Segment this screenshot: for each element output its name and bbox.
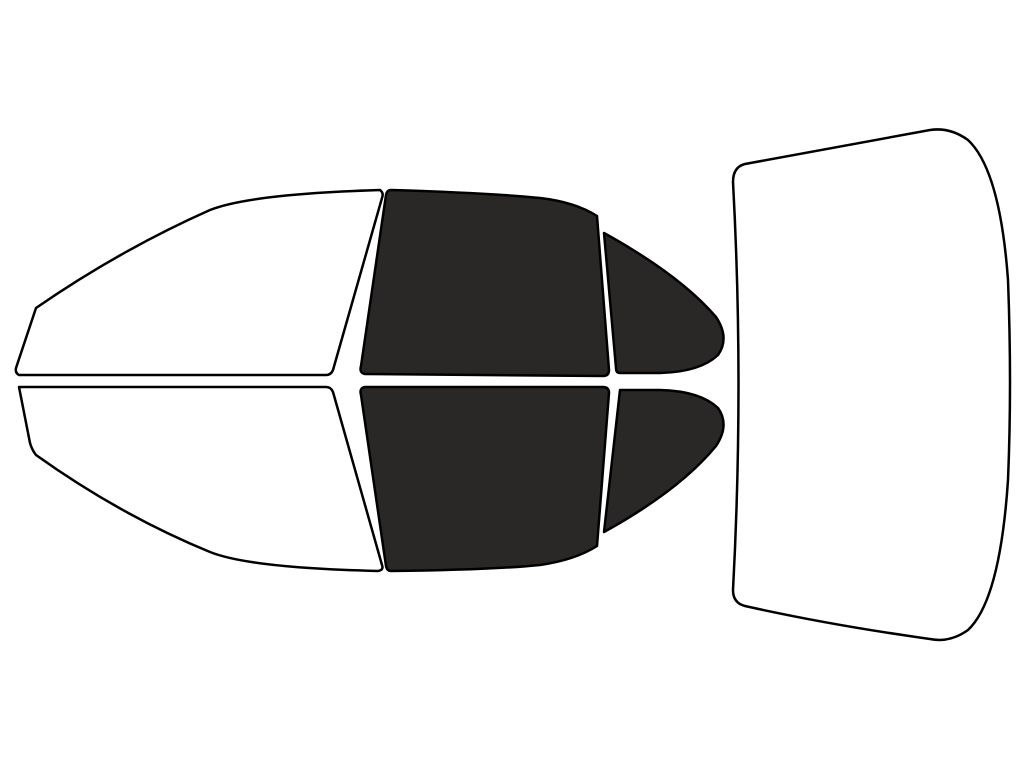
rear-right-door-window bbox=[359, 385, 611, 573]
rear-right-quarter-window bbox=[602, 388, 725, 534]
rear-left-door-window bbox=[359, 188, 611, 378]
front-right-door-window bbox=[17, 385, 384, 573]
rear-windshield bbox=[731, 128, 1012, 642]
rear-left-quarter-window bbox=[602, 231, 725, 375]
front-left-door-window bbox=[14, 188, 384, 377]
